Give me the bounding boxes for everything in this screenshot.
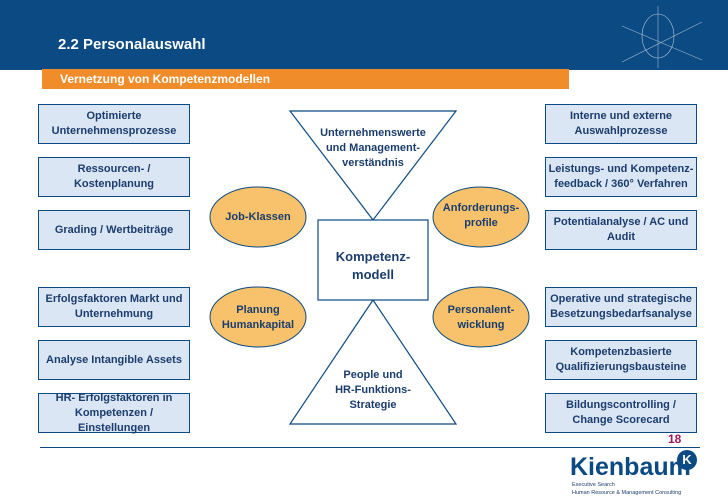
brand-tagline-2: Human Resource & Management Consulting: [572, 490, 682, 496]
page-title: 2.2 Personalauswahl: [58, 36, 206, 53]
right-box-2: Leistungs- und Kompetenz- feedback / 360…: [545, 157, 697, 197]
right-box-4: Operative und strategische Besetzungsbed…: [545, 287, 697, 327]
ellipse-anforderungsprofile: [432, 186, 530, 248]
ellipse-top-right-label: Anforderungs- profile: [442, 202, 520, 229]
top-triangle: [288, 110, 458, 221]
center-label: Kompetenz- modell: [335, 249, 411, 282]
right-box-1: Interne und externe Auswahlprozesse: [545, 104, 697, 144]
top-triangle-label: Unternehmenswerte und Management- verstä…: [320, 127, 426, 169]
left-box-6: HR- Erfolgsfaktoren in Kompetenzen / Ein…: [38, 392, 190, 434]
ellipse-bottom-left-label: Planung Humankapital: [221, 304, 295, 331]
bottom-triangle-label: People und HR-Funktions- Strategie: [335, 369, 411, 411]
left-box-1: Optimierte Unternehmensprozesse: [38, 104, 190, 144]
ellipse-job-klassen: [209, 186, 307, 248]
ellipse-personalentwicklung: [432, 286, 530, 348]
right-box-3: Potentialanalyse / AC und Audit: [545, 210, 697, 250]
subtitle: Vernetzung von Kompetenzmodellen: [60, 72, 271, 86]
header-bar: 2.2 Personalauswahl: [0, 0, 728, 70]
page-number: 18: [668, 432, 682, 446]
left-box-4: Erfolgsfaktoren Markt und Unternehmung: [38, 287, 190, 327]
right-box-5: Kompetenzbasierte Qualifizierungsbaustei…: [545, 340, 697, 380]
left-box-3: Grading / Wertbeiträge: [38, 210, 190, 250]
left-box-5: Analyse Intangible Assets: [38, 340, 190, 380]
subtitle-bar: Vernetzung von Kompetenzmodellen: [42, 69, 569, 89]
right-box-6: Bildungscontrolling / Change Scorecard: [545, 393, 697, 433]
header-decoration: [592, 0, 728, 70]
left-box-2: Ressourcen- / Kostenplanung: [38, 157, 190, 197]
brand-logo: Kienbaum: [570, 453, 691, 481]
ellipse-top-left-label: Job-Klassen: [225, 211, 291, 223]
bottom-triangle: [288, 298, 458, 425]
header-deco-lines: [621, 6, 703, 68]
brand-badge-icon: K: [677, 450, 697, 470]
footer-divider: [40, 447, 700, 448]
ellipse-planung: [209, 286, 307, 348]
center-box: [317, 219, 429, 301]
brand-tagline-1: Executive Search: [572, 482, 615, 488]
ellipse-bottom-right-label: Personalent- wicklung: [447, 304, 515, 331]
